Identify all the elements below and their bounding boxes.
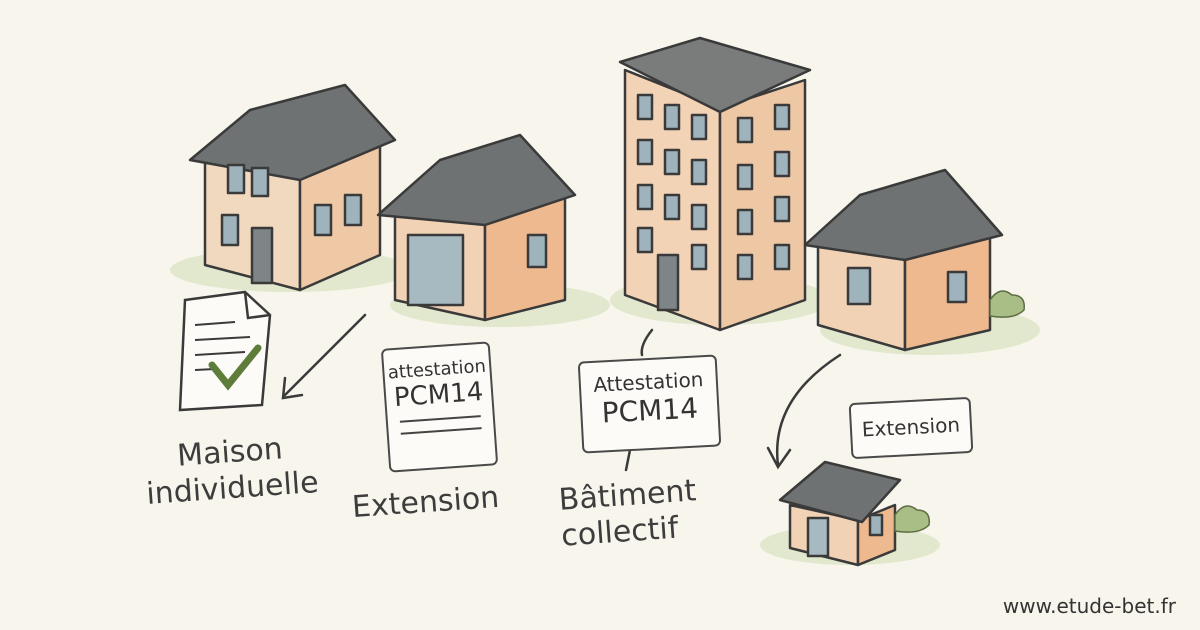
label-batiment-collectif: Bâtiment collectif [557, 473, 698, 554]
document-check-icon [178, 290, 272, 412]
extension-icon [778, 460, 902, 567]
attestation-card-1: attestation PCM14 [380, 341, 499, 473]
extension-tag: Extension [848, 396, 974, 460]
house-icon [803, 168, 1004, 352]
label-maison-individuelle: Maison individuelle [145, 431, 320, 512]
building-icon [618, 36, 812, 332]
house-icon [376, 133, 577, 322]
house-icon [188, 83, 397, 292]
attestation-card-2: Attestation PCM14 [577, 354, 722, 454]
website-url: www.etude-bet.fr [1002, 594, 1176, 618]
arrow-icon [281, 313, 842, 472]
